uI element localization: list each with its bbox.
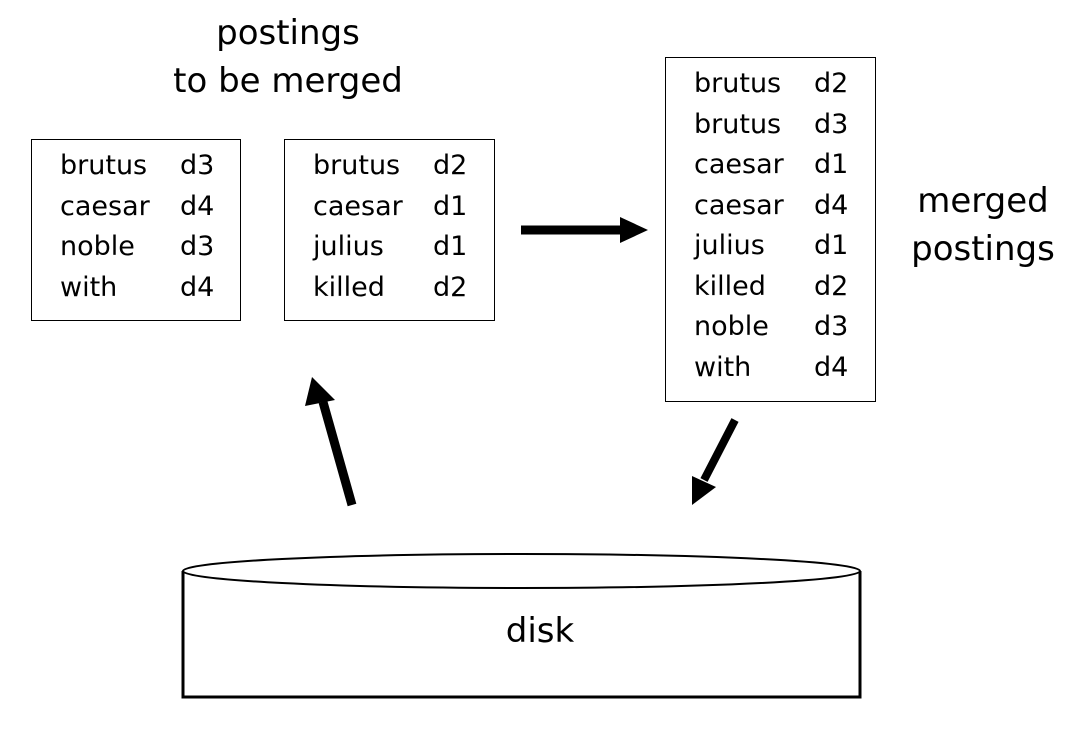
postings-box-a: brutus d3 caesar d4 noble d3 with d4: [31, 139, 241, 321]
label-postings-to-be-merged: postings to be merged: [138, 9, 438, 105]
posting-term: caesar: [694, 189, 784, 221]
posting-term: brutus: [60, 150, 148, 181]
disk-cylinder: [181, 553, 862, 699]
posting-doc: d4: [814, 351, 849, 383]
posting-row: brutus d3: [32, 146, 240, 187]
merge-arrow: [521, 217, 648, 243]
posting-term: julius: [694, 230, 765, 261]
posting-row: caesar d1: [285, 187, 494, 228]
posting-doc: d3: [814, 108, 849, 140]
posting-row: noble d3: [32, 227, 240, 268]
posting-term: killed: [313, 271, 385, 303]
posting-doc: d2: [814, 270, 849, 302]
posting-term: with: [60, 271, 118, 303]
posting-row: killed d2: [666, 267, 875, 308]
write-arrow-shaft: [700, 418, 739, 482]
posting-doc: d4: [814, 189, 849, 221]
label-line: postings: [911, 229, 1055, 269]
posting-doc: d2: [433, 271, 468, 303]
posting-doc: d1: [814, 230, 849, 261]
posting-row: caesar d4: [32, 187, 240, 228]
posting-row: with d4: [666, 348, 875, 389]
posting-term: brutus: [694, 68, 782, 99]
posting-term: caesar: [313, 190, 403, 222]
posting-doc: d3: [814, 311, 849, 342]
posting-row: killed d2: [285, 268, 494, 309]
read-arrow: [305, 377, 357, 507]
read-arrow-head: [305, 377, 335, 406]
posting-row: caesar d4: [666, 186, 875, 227]
posting-row: noble d3: [666, 307, 875, 348]
label-line: postings: [216, 13, 360, 53]
posting-term: noble: [694, 311, 769, 342]
posting-row: brutus d2: [285, 146, 494, 187]
disk-label: disk: [505, 611, 575, 651]
posting-doc: d2: [433, 150, 468, 181]
posting-doc: d1: [433, 190, 468, 222]
label-line: to be merged: [173, 61, 403, 101]
posting-term: caesar: [60, 190, 150, 222]
posting-row: with d4: [32, 268, 240, 309]
posting-term: brutus: [313, 150, 401, 181]
posting-row: caesar d1: [666, 145, 875, 186]
label-line: merged: [917, 181, 1049, 221]
posting-row: brutus d3: [666, 105, 875, 146]
posting-doc: d1: [814, 149, 849, 180]
posting-term: julius: [313, 231, 384, 262]
postings-box-b: brutus d2 caesar d1 julius d1 killed d2: [284, 139, 495, 321]
disk-top: [182, 553, 861, 589]
write-arrow: [692, 418, 739, 505]
posting-term: with: [694, 351, 752, 383]
posting-doc: d3: [180, 150, 215, 181]
posting-term: caesar: [694, 149, 784, 180]
posting-term: killed: [694, 270, 766, 302]
posting-term: noble: [60, 231, 135, 262]
merged-postings-box: brutus d2 brutus d3 caesar d1 caesar d4 …: [665, 57, 876, 402]
disk-body: [181, 571, 862, 699]
posting-doc: d1: [433, 231, 468, 262]
posting-doc: d2: [814, 68, 849, 99]
posting-row: julius d1: [285, 227, 494, 268]
posting-doc: d4: [180, 190, 215, 222]
read-arrow-shaft: [318, 400, 357, 507]
label-merged-postings: merged postings: [893, 177, 1073, 273]
posting-term: brutus: [694, 108, 782, 140]
merge-arrow-head: [620, 217, 648, 243]
write-arrow-head: [692, 476, 716, 505]
posting-row: julius d1: [666, 226, 875, 267]
posting-row: brutus d2: [666, 64, 875, 105]
posting-doc: d4: [180, 271, 215, 303]
posting-doc: d3: [180, 231, 215, 262]
